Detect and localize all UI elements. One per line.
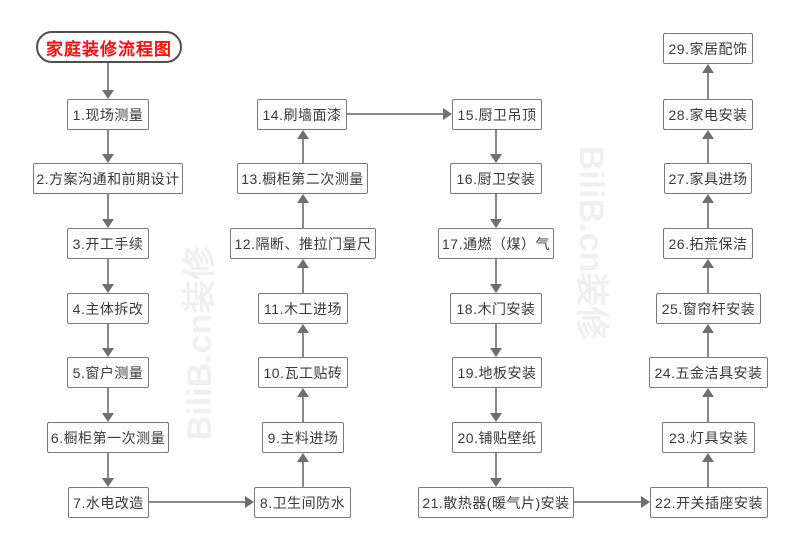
flow-step-20: 20.铺贴壁纸 [452,422,542,453]
arrow-28-to-29 [702,64,714,99]
flow-step-18: 18.木门安装 [450,293,542,324]
arrow-11-to-12 [297,259,309,293]
flow-step-14: 14.刷墙面漆 [257,99,347,130]
flow-step-27: 27.家具进场 [664,163,752,194]
flow-step-2: 2.方案沟通和前期设计 [33,163,183,194]
flow-step-17: 17.通燃（煤）气 [438,228,554,259]
flow-step-15: 15.厨卫吊顶 [452,99,542,130]
arrow-14-to-15 [347,108,452,120]
flow-step-11: 11.木工进场 [258,293,348,324]
arrow-22-to-23 [702,453,714,487]
arrow-2-to-3 [102,194,114,228]
flow-step-21: 21.散热器(暖气片)安装 [418,487,574,518]
flow-step-26: 26.拓荒保洁 [663,228,753,259]
flow-step-29: 29.家居配饰 [663,33,753,64]
arrow-15-to-16 [490,130,502,163]
flow-step-3: 3.开工手续 [67,228,149,259]
arrow-8-to-9 [297,453,309,487]
arrow-5-to-6 [102,388,114,422]
flow-step-22: 22.开关插座安装 [650,487,768,518]
arrow-4-to-5 [102,324,114,357]
arrow-3-to-4 [102,259,114,293]
arrow-24-to-25 [702,324,714,357]
flow-step-7: 7.水电改造 [68,487,149,518]
arrow-23-to-24 [702,388,714,422]
arrow-25-to-26 [702,259,714,293]
page-title: 家庭装修流程图 [36,31,182,63]
arrow-20-to-21 [490,453,502,487]
arrow-16-to-17 [490,194,502,228]
flow-step-13: 13.橱柜第二次测量 [237,163,368,194]
arrow-26-to-27 [702,194,714,228]
flow-step-12: 12.隔断、推拉门量尺 [230,228,376,259]
flow-step-19: 19.地板安装 [452,357,542,388]
flow-step-9: 9.主料进场 [262,422,344,453]
flow-step-5: 5.窗户测量 [67,357,149,388]
arrow-7-to-8 [149,496,254,508]
arrow-19-to-20 [490,388,502,422]
flow-step-23: 23.灯具安装 [662,422,755,453]
flow-step-28: 28.家电安装 [663,99,753,130]
arrow-9-to-10 [297,388,309,422]
flow-step-4: 4.主体拆改 [67,293,149,324]
arrow-12-to-13 [297,194,309,228]
arrow-6-to-7 [102,453,114,487]
arrow-10-to-11 [297,324,309,357]
flow-step-1: 1.现场测量 [67,99,149,130]
flow-step-25: 25.窗帘杆安装 [656,293,761,324]
flow-step-16: 16.厨卫安装 [450,163,542,194]
arrow-27-to-28 [702,130,714,163]
arrow-17-to-18 [490,259,502,293]
flow-step-24: 24.五金洁具安装 [649,357,768,388]
arrow-title-to-1 [102,63,114,99]
flow-step-6: 6.橱柜第一次测量 [47,422,169,453]
flow-step-10: 10.瓦工贴砖 [258,357,348,388]
arrow-1-to-2 [102,130,114,163]
flow-step-8: 8.卫生间防水 [254,487,351,518]
arrow-18-to-19 [490,324,502,357]
arrow-13-to-14 [297,130,309,163]
arrow-21-to-22 [574,496,650,508]
